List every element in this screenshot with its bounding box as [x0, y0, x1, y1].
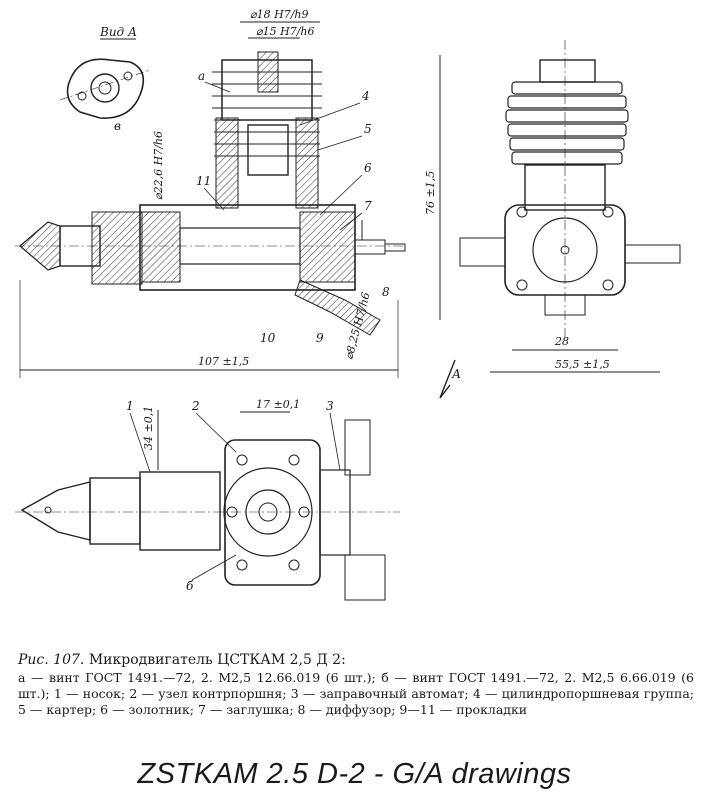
callout-7: 7	[364, 199, 372, 213]
dim-bore-outer: ⌀18 H7/h9	[250, 8, 309, 21]
dim-overall-width: 55,5 ±1,5	[555, 358, 610, 371]
figure-caption: Рис. 107. Микродвигатель ЦСТКАМ 2,5 Д 2:…	[18, 652, 694, 718]
callout-v: в	[114, 119, 121, 133]
view-a-label: Вид А	[99, 25, 137, 39]
dim-spacing: 17 ±0,1	[256, 398, 300, 411]
callout-10: 10	[260, 331, 276, 345]
callout-8: 8	[382, 285, 390, 299]
callout-a: а	[198, 69, 205, 83]
callout-4: 4	[361, 89, 370, 103]
caption-prefix: Рис. 107.	[18, 652, 85, 668]
dim-crank-dia: ⌀22,6 H7/h6	[152, 131, 165, 200]
caption-title-line: Рис. 107. Микродвигатель ЦСТКАМ 2,5 Д 2:	[18, 652, 694, 668]
top-view: 17 ±0,1 34 ±0,1 1 2 3 б	[15, 398, 400, 601]
front-view: 76 ±1,5 28 55,5 ±1,5 А	[424, 40, 681, 399]
caption-title: Микродвигатель ЦСТКАМ 2,5 Д 2:	[88, 652, 346, 668]
callout-2: 2	[191, 399, 200, 413]
caption-body: а — винт ГОСТ 1491.—72, 2. М2,5 12.66.01…	[18, 670, 694, 717]
callout-5: 5	[364, 122, 372, 136]
callout-b: б	[186, 579, 194, 593]
side-section-view: ⌀18 H7/h9 ⌀15 H7/h6 а 4 5 6 7 8 9 10 11 …	[15, 8, 406, 378]
engine-drawing: Вид А в	[15, 8, 681, 601]
dim-offset: 34 ±0,1	[142, 406, 155, 450]
callout-1: 1	[126, 399, 134, 413]
callout-3: 3	[326, 399, 334, 413]
dim-height: 76 ±1,5	[424, 171, 437, 215]
dim-bore-inner: ⌀15 H7/h6	[256, 25, 315, 38]
view-a-detail: Вид А в	[59, 25, 151, 133]
view-arrow-label: А	[451, 367, 461, 381]
callout-6: 6	[364, 161, 372, 175]
dim-overall-length: 107 ±1,5	[198, 355, 249, 368]
callout-9: 9	[316, 331, 324, 345]
dim-mount-width: 28	[554, 335, 569, 348]
footer-title: ZSTKAM 2.5 D-2 - G/A drawings	[137, 758, 572, 790]
callout-11: 11	[196, 174, 211, 188]
